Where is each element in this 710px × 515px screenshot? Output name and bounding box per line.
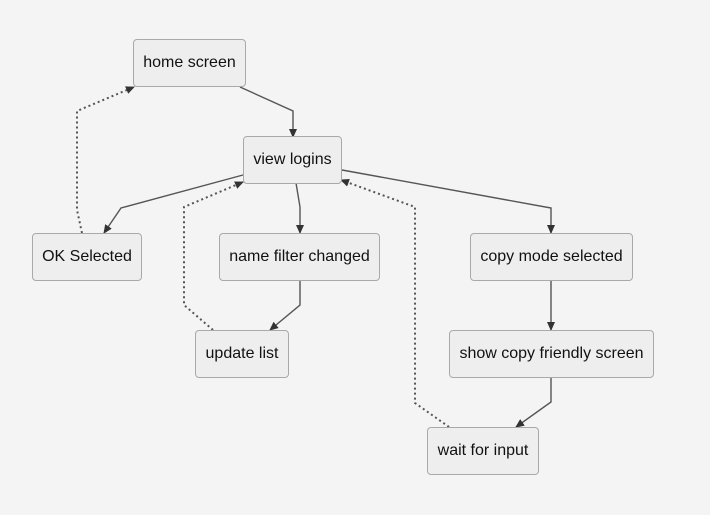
edge-ok-selected-to-home [76, 86, 135, 234]
node-wait-for-input: wait for input [427, 427, 539, 475]
edge-view-logins-to-copy-mode [341, 169, 555, 234]
edge-copy-screen-to-wait-input [515, 377, 552, 428]
node-name-filter-changed: name filter changed [219, 233, 380, 281]
node-home-screen: home screen [133, 39, 246, 87]
node-ok-selected: OK Selected [32, 233, 142, 281]
edge-name-filter-to-update-list [269, 280, 301, 331]
edge-view-logins-to-name-filter [295, 182, 304, 234]
node-copy-mode-selected: copy mode selected [470, 233, 633, 281]
node-update-list: update list [195, 330, 289, 378]
node-view-logins: view logins [243, 136, 342, 184]
node-show-copy-friendly-screen: show copy friendly screen [449, 330, 654, 378]
edge-home-to-view-logins [239, 86, 297, 138]
edge-wait-input-to-view-logins [340, 178, 450, 428]
edge-view-logins-to-ok-selected [103, 174, 244, 234]
